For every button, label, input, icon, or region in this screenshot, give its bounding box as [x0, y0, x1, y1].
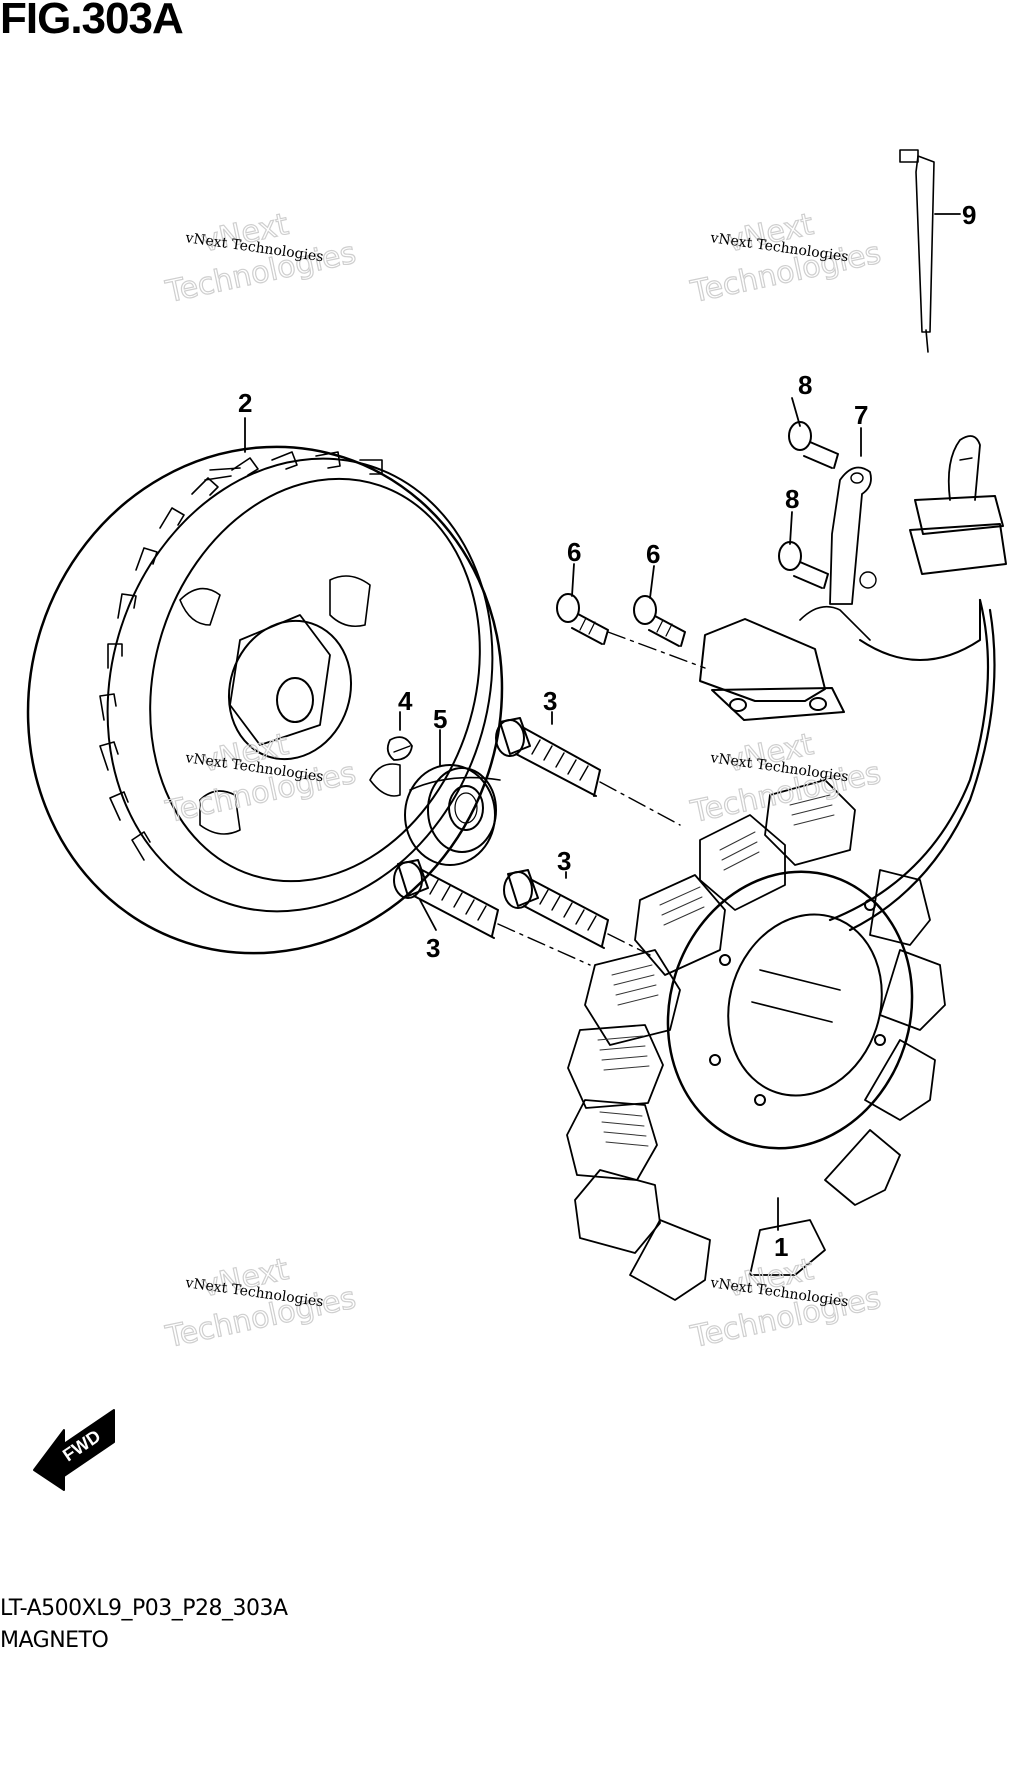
bolt-upper — [495, 717, 601, 797]
callout-4: 4 — [398, 686, 413, 716]
wire-harness — [828, 435, 1007, 932]
callout-6-right: 6 — [646, 539, 660, 569]
callout-numbers: 1 2 3 3 3 4 5 6 6 7 8 8 9 — [238, 200, 976, 1262]
callout-1: 1 — [774, 1232, 788, 1262]
callout-2: 2 — [238, 388, 252, 418]
wire-grommet — [899, 149, 935, 353]
watermarks: vNext Technologies vNext Technologies vN… — [162, 206, 885, 1355]
woodruff-key — [386, 736, 413, 761]
wire-clamp — [829, 466, 877, 605]
bolt-lower-right — [503, 869, 609, 949]
callout-3-left: 3 — [426, 933, 440, 963]
callout-9: 9 — [962, 200, 976, 230]
figure-name: MAGNETO — [0, 1628, 109, 1653]
rotor-nut — [404, 764, 501, 866]
flywheel-rotor — [26, 445, 504, 955]
callout-8-upper: 8 — [798, 370, 812, 400]
pickup-coil — [699, 605, 871, 721]
alignment-lines — [497, 631, 706, 966]
stator — [566, 779, 946, 1301]
callout-3-upper: 3 — [543, 686, 557, 716]
bolt-clamp-upper — [788, 421, 839, 469]
bolt-clamp-lower — [778, 541, 829, 589]
bolt-pickup-right — [633, 595, 686, 647]
callout-8-lower: 8 — [785, 484, 799, 514]
bolt-lower-left — [393, 859, 499, 939]
leader-lines — [244, 213, 961, 1231]
fwd-direction-arrow — [33, 1409, 115, 1491]
callout-7: 7 — [854, 400, 868, 430]
figure-code: LT-A500XL9_P03_P28_303A — [0, 1596, 288, 1621]
callout-5: 5 — [433, 704, 447, 734]
figure-title: FIG.303A — [0, 0, 184, 43]
callout-3-right: 3 — [557, 846, 571, 876]
bolt-pickup-left — [556, 593, 609, 645]
callout-6-left: 6 — [567, 537, 581, 567]
